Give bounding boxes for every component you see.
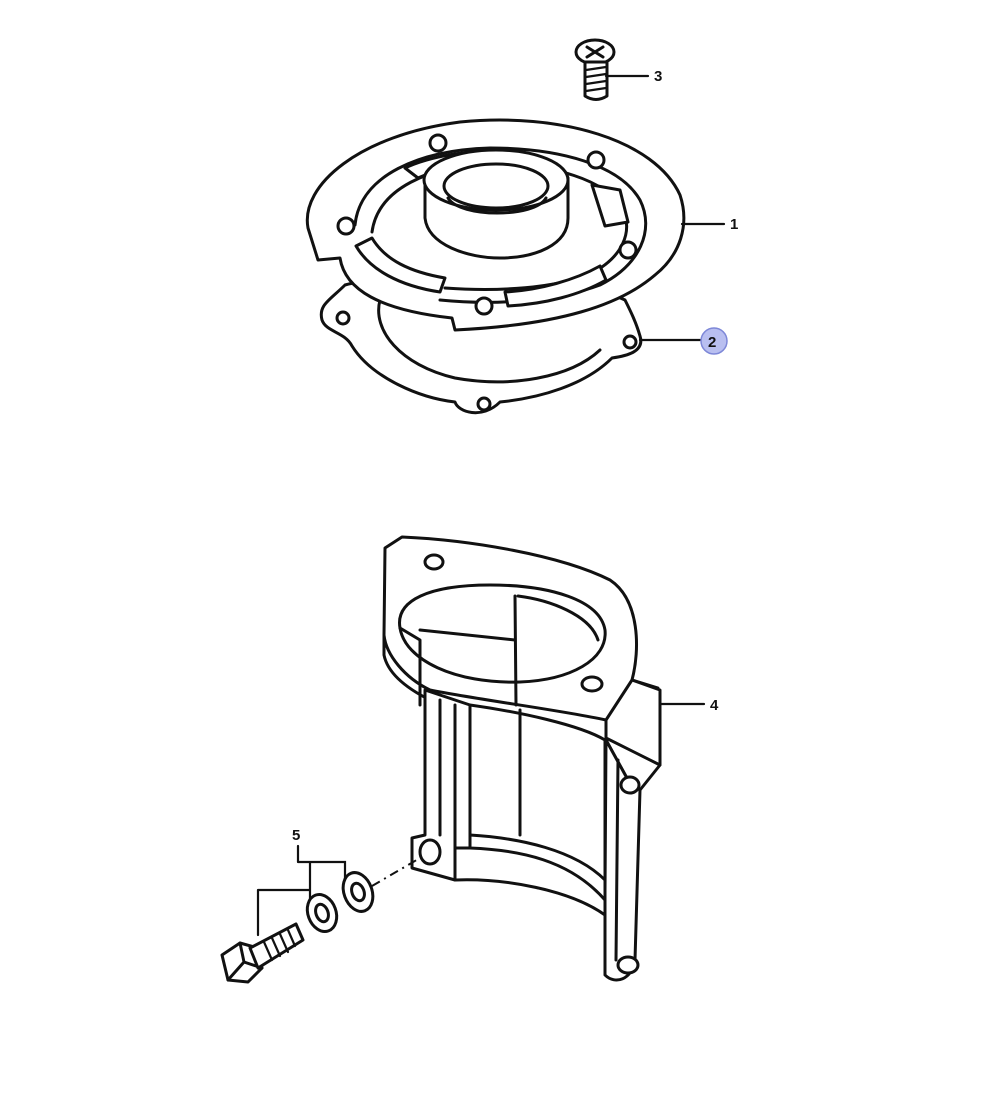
- callout-5-label: 5: [292, 827, 300, 844]
- callout-1-label: 1: [730, 216, 738, 233]
- part-5-bolt-washers[interactable]: [220, 857, 421, 984]
- callout-2-label: 2: [708, 334, 716, 351]
- callout-4[interactable]: 4: [658, 697, 719, 714]
- callout-5[interactable]: 5: [256, 827, 347, 937]
- callout-2[interactable]: 2: [638, 327, 728, 355]
- callout-4-label: 4: [710, 697, 719, 714]
- part-4-bracket[interactable]: [382, 535, 662, 982]
- callout-3-label: 3: [654, 68, 662, 85]
- callout-2-highlight: [700, 327, 728, 355]
- callout-3[interactable]: 3: [604, 68, 662, 85]
- callout-1[interactable]: 1: [680, 216, 738, 233]
- part-3-screw[interactable]: [574, 38, 616, 101]
- part-1-housing-plate[interactable]: [305, 118, 686, 332]
